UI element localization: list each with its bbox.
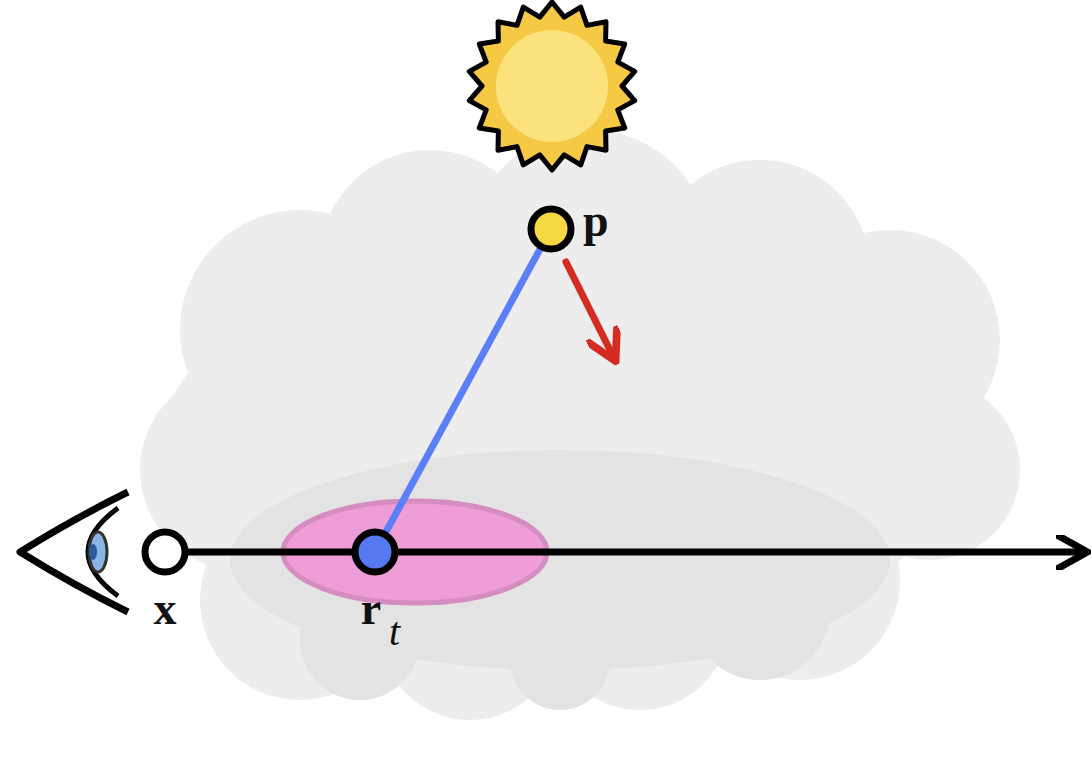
point-circle (527, 205, 575, 253)
direction-arrow (566, 262, 614, 358)
eye-symbol (20, 492, 128, 612)
cloud-shade (230, 450, 890, 710)
point-x: x (141, 528, 189, 576)
point-p: p (527, 205, 575, 253)
point-label: r (361, 586, 381, 632)
point-label: p (583, 198, 609, 244)
point-r: rt (351, 528, 399, 576)
view-ray (185, 549, 1084, 556)
cloud (140, 130, 1020, 720)
point-circle (141, 528, 189, 576)
point-label: x (154, 586, 177, 632)
point-circle (351, 528, 399, 576)
subscript-label: t (389, 612, 400, 652)
sun-symbol (469, 2, 634, 170)
shadow-ray (385, 247, 542, 535)
